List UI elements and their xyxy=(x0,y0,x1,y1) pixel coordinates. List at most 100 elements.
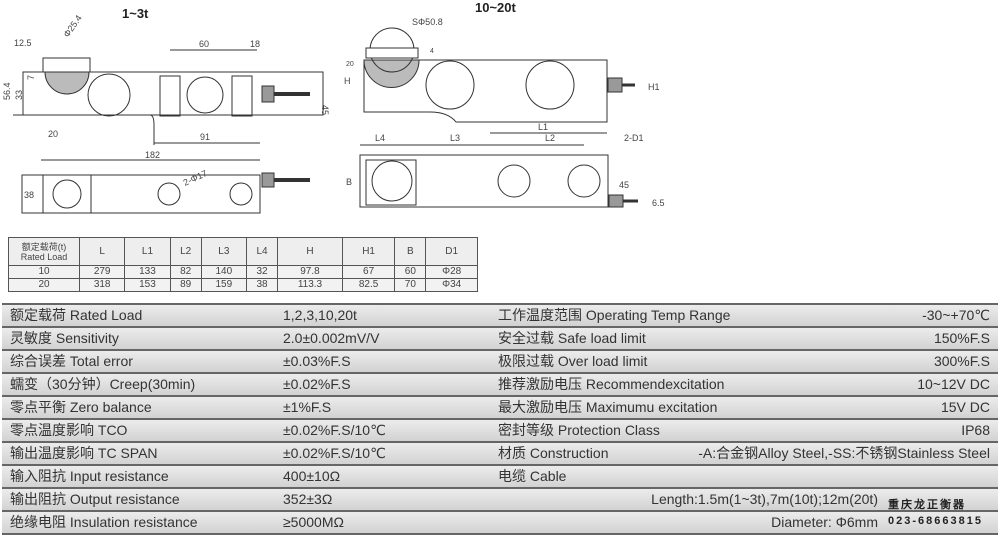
cell: 159 xyxy=(200,278,248,292)
spec-label: 绝缘电阻 Insulation resistance xyxy=(10,514,198,530)
spec-value: ±0.02%F.S/10℃ xyxy=(283,422,386,438)
spec-label: 密封等级 Protection Class xyxy=(498,422,660,438)
header-cell: L4 xyxy=(245,237,279,266)
dim-label: H xyxy=(344,76,351,86)
dim-label: 20 xyxy=(48,129,58,139)
header-cell: L1 xyxy=(124,237,171,266)
cell: 153 xyxy=(124,278,171,292)
cell: 318 xyxy=(78,278,126,292)
spec-label: 材质 Construction xyxy=(498,445,609,461)
cell: 97.8 xyxy=(277,265,343,279)
dim-label: 12.5 xyxy=(14,38,32,48)
beam-side-view xyxy=(363,59,608,123)
spec-value: ±1%F.S xyxy=(283,399,332,415)
dim-label: L4 xyxy=(375,133,385,143)
dimension-table-header: 额定载荷(t) Rated Load L L1 L2 L3 L4 H H1 B … xyxy=(8,237,478,266)
spec-value: 2.0±0.002mV/V xyxy=(283,330,380,346)
cell: Φ28 xyxy=(425,265,478,279)
beam-top-view xyxy=(21,174,261,214)
cell: 32 xyxy=(245,265,279,279)
cell: 20 xyxy=(8,278,80,292)
spec-label: 最大激励电压 Maximumu excitation xyxy=(498,399,718,415)
drawing-1-3t: 12.5 Φ25.4 60 18 56.4 33 7 45 20 91 182 … xyxy=(2,13,330,214)
cell: 113.3 xyxy=(277,278,343,292)
header-cell: 额定载荷(t) Rated Load xyxy=(8,237,80,266)
dim-label: 56.4 xyxy=(2,82,12,100)
drawing-10-20t: SΦ50.8 H H1 L1 L4 L3 L2 2-D1 B 45 6.5 20… xyxy=(344,17,665,208)
spec-row: 输出温度影响 TC SPAN ±0.02%F.S/10℃ 材质 Constructi… xyxy=(2,441,998,464)
spec-label: 输出阻抗 Output resistance xyxy=(10,491,180,507)
cell: 67 xyxy=(341,265,396,279)
spec-label: 综合误差 Total error xyxy=(10,353,133,369)
header-cell: L3 xyxy=(200,237,248,266)
dim-label: 18 xyxy=(250,39,260,49)
dim-label: 2-Φ17 xyxy=(182,168,209,188)
spec-row: 零点温度影响 TCO ±0.02%F.S/10℃ 密封等级 Protection C… xyxy=(2,418,998,441)
spec-label: 输出温度影响 TC SPAN xyxy=(10,445,158,461)
dim-label: L1 xyxy=(538,122,548,132)
spec-label: 安全过载 Safe load limit xyxy=(498,330,646,346)
cell: 133 xyxy=(124,265,171,279)
spec-value: 10~12V DC xyxy=(917,376,990,392)
watermark-name: 重庆龙正衡器 xyxy=(888,499,966,511)
header-cell: D1 xyxy=(425,237,478,266)
dim-label: SΦ50.8 xyxy=(412,17,443,27)
watermark: 重庆龙正衡器 023-68663815 xyxy=(888,497,983,529)
spec-value: ±0.02%F.S xyxy=(283,376,351,392)
cell: 140 xyxy=(200,265,248,279)
spec-value: Length:1.5m(1~3t),7m(10t);12m(20t) xyxy=(651,491,878,507)
spec-value: IP68 xyxy=(961,422,990,438)
cell: 82.5 xyxy=(341,278,396,292)
dim-label: L2 xyxy=(545,133,555,143)
dimension-table: 额定载荷(t) Rated Load L L1 L2 L3 L4 H H1 B … xyxy=(8,237,478,292)
spec-value: -A:合金钢Alloy Steel,-SS:不锈钢Stainless Steel xyxy=(698,445,990,461)
spec-row: 灵敏度 Sensitivity 2.0±0.002mV/V 安全过载 Safe lo… xyxy=(2,326,998,349)
spec-value: ±0.02%F.S/10℃ xyxy=(283,445,386,461)
dim-label: 20 xyxy=(346,61,354,68)
spec-label: 零点温度影响 TCO xyxy=(10,422,128,438)
spec-label: 输入阻抗 Input resistance xyxy=(10,468,169,484)
cell: 70 xyxy=(394,278,427,292)
dim-label: B xyxy=(346,177,352,187)
dim-label: 45 xyxy=(619,180,629,190)
cell: 38 xyxy=(245,278,279,292)
dim-label: Φ25.4 xyxy=(61,13,83,39)
dim-label: 45 xyxy=(320,105,330,115)
dim-label: 4 xyxy=(430,48,434,55)
ball-socket xyxy=(44,71,90,95)
spec-value: 150%F.S xyxy=(933,330,990,346)
beam-top-view xyxy=(359,154,609,208)
cell: 60 xyxy=(394,265,427,279)
cell: 10 xyxy=(8,265,80,279)
spec-value: -30~+70℃ xyxy=(922,307,990,323)
beam-side-view xyxy=(22,71,324,116)
spec-row: 输出阻抗 Output resistance 352±3Ω Length:1.5m(… xyxy=(2,487,998,510)
spec-value: ±0.03%F.S xyxy=(283,353,351,369)
dim-label: 182 xyxy=(145,150,160,160)
cell: 82 xyxy=(169,265,202,279)
dim-label: 91 xyxy=(200,132,210,142)
spec-label: 工作温度范围 Operating Temp Range xyxy=(498,307,731,323)
dim-label: 60 xyxy=(199,39,209,49)
spec-value: ≥5000MΩ xyxy=(283,514,344,530)
spec-value: 300%F.S xyxy=(933,353,990,369)
header-cell: L2 xyxy=(169,237,202,266)
dim-label: 33 xyxy=(14,90,24,100)
spec-label: 灵敏度 Sensitivity xyxy=(10,330,119,346)
drawing-title-10-20t: 10~20t xyxy=(475,0,516,15)
spec-value: 352±3Ω xyxy=(283,491,333,507)
cell: 89 xyxy=(169,278,202,292)
cell: 279 xyxy=(78,265,126,279)
dim-label: 2-D1 xyxy=(624,133,644,143)
spec-label: 额定载荷 Rated Load xyxy=(10,307,143,323)
watermark-phone: 023-68663815 xyxy=(888,515,983,527)
dim-label: H1 xyxy=(648,82,660,92)
drawing-title-1-3t: 1~3t xyxy=(122,6,149,21)
